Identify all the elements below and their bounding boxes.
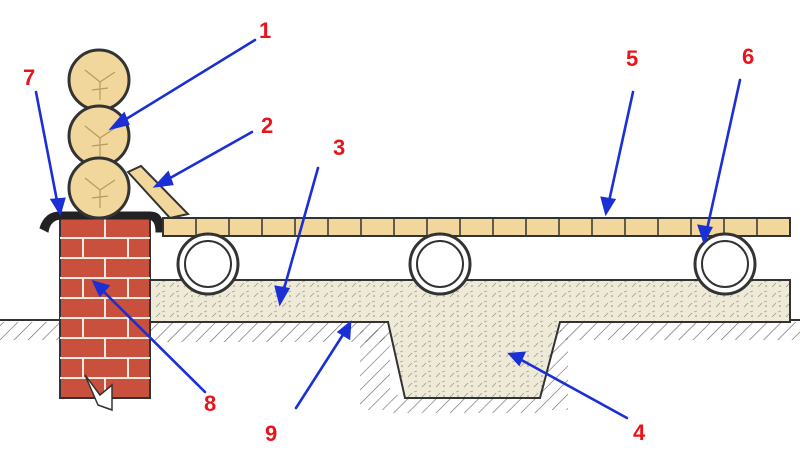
arrow-1 [116, 38, 257, 126]
arrow-7 [34, 90, 60, 208]
arrow-8 [98, 286, 207, 394]
callout-4: 4 [633, 420, 646, 445]
arrow-5 [606, 90, 635, 208]
floor-boards [162, 217, 791, 237]
callout-3: 3 [333, 135, 345, 160]
arrow-2 [161, 130, 254, 184]
waterproofing-cap [39, 211, 163, 233]
callout-1: 1 [259, 18, 271, 43]
logs [67, 48, 131, 220]
arrow-6 [704, 78, 742, 236]
arrow-3 [280, 166, 320, 298]
callout-6: 6 [742, 44, 754, 69]
callout-5: 5 [626, 46, 638, 71]
callout-2: 2 [261, 113, 273, 138]
brick-pillar [59, 217, 151, 412]
pipes [176, 232, 757, 296]
callout-8: 8 [204, 391, 216, 416]
concrete-slab [149, 279, 791, 399]
callout-7: 7 [23, 65, 35, 90]
arrow-4 [514, 355, 629, 420]
callout-9: 9 [265, 421, 277, 446]
slanted-joist [126, 164, 190, 220]
arrow-9 [294, 328, 348, 410]
